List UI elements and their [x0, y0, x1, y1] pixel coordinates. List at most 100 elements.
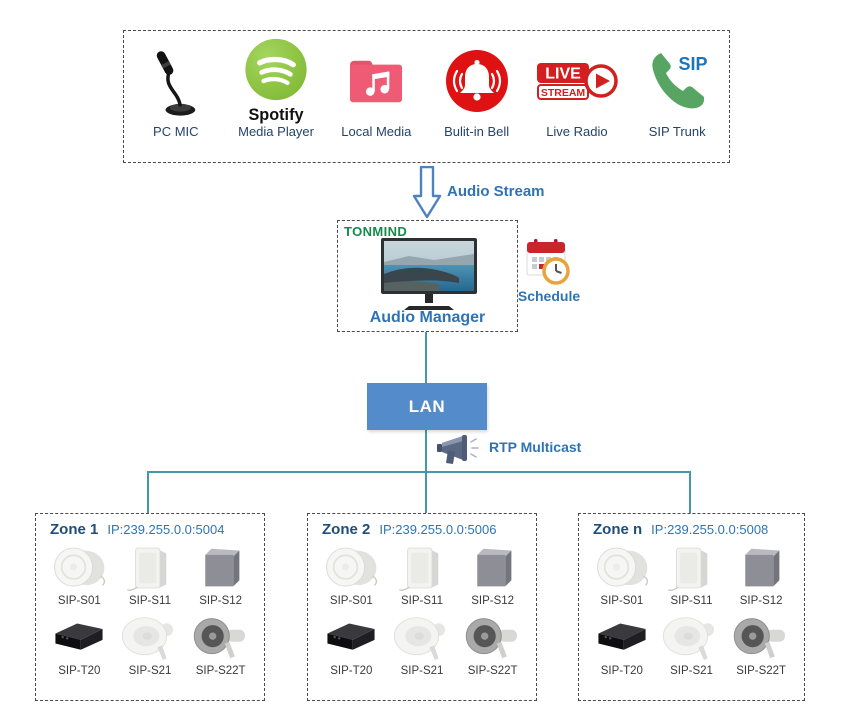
device-item: SIP-S12 [185, 543, 256, 607]
device-label: SIP-S11 [401, 595, 443, 607]
device-item: SIP-T20 [44, 613, 115, 677]
device-item: SIP-T20 [587, 613, 657, 677]
zone-title: Zone n [593, 521, 643, 538]
source-label: Live Radio [546, 124, 608, 139]
device-label: SIP-S01 [600, 595, 644, 607]
wall-speaker-icon [121, 544, 179, 592]
zone-ip: IP:239.255.0.0:5006 [379, 522, 497, 537]
source-built-in-bell: Bulit-in Bell [428, 39, 525, 139]
device-item: SIP-S12 [726, 543, 796, 607]
connector-trunk-line [147, 471, 691, 473]
audio-stream-label: Audio Stream [447, 183, 545, 200]
ceiling-speaker-icon [322, 545, 380, 591]
device-item: SIP-S11 [657, 543, 727, 607]
audio-manager-box: TONMIND Audio Manager [337, 220, 518, 332]
spotify-wordmark: Spotify [249, 106, 304, 124]
device-item: SIP-S22T [726, 613, 796, 677]
lan-box: LAN [367, 383, 487, 430]
monitor-icon [381, 238, 477, 310]
ceiling-speaker-icon [50, 545, 108, 591]
schedule-label: Schedule [517, 288, 581, 304]
device-label: SIP-S01 [329, 595, 373, 607]
bell-icon [445, 50, 508, 112]
device-label: SIP-S21 [128, 665, 172, 677]
device-label: SIP-S11 [129, 595, 171, 607]
device-item: SIP-S11 [387, 543, 458, 607]
device-label: SIP-S12 [199, 595, 243, 607]
device-item: SIP-T20 [316, 613, 387, 677]
sip-badge-text: SIP [679, 54, 708, 74]
zone-title: Zone 1 [50, 521, 99, 538]
source-local-media: Local Media [328, 39, 425, 139]
connector-manager-lan [425, 332, 427, 383]
zone-ip: IP:239.255.0.0:5004 [107, 522, 225, 537]
device-label: SIP-S21 [400, 665, 444, 677]
source-label: SIP Trunk [648, 124, 706, 139]
live-stream-icon: LIVE STREAM [536, 63, 618, 100]
device-label: SIP-T20 [58, 665, 101, 677]
horn-speaker-side-icon [463, 614, 523, 662]
music-folder-icon [350, 60, 403, 103]
horn-speaker-side-icon [191, 614, 251, 662]
cabinet-speaker-icon [465, 545, 521, 591]
stream-badge-text: STREAM [541, 87, 586, 99]
paging-gateway-icon [322, 618, 380, 658]
source-label: Local Media [341, 124, 412, 139]
device-item: SIP-S11 [115, 543, 186, 607]
spotify-icon: Spotify [245, 38, 307, 124]
source-sip-trunk: SIP SIP Trunk [629, 39, 726, 139]
device-item: SIP-S22T [457, 613, 528, 677]
lan-label: LAN [408, 396, 446, 416]
zone-1-box: Zone 1 IP:239.255.0.0:5004 SIP-S01 SIP-S1… [35, 513, 265, 701]
device-label: SIP-S22T [736, 665, 787, 677]
megaphone-icon [437, 435, 479, 464]
device-label: SIP-S12 [471, 595, 515, 607]
microphone-icon [156, 51, 196, 116]
device-item: SIP-S22T [185, 613, 256, 677]
device-label: SIP-S22T [467, 665, 518, 677]
zone-n-box: Zone n IP:239.255.0.0:5008 SIP-S01 SIP-S1… [578, 513, 805, 701]
rtp-multicast-label: RTP Multicast [489, 439, 582, 455]
device-label: SIP-S01 [57, 595, 101, 607]
ceiling-speaker-icon [593, 545, 651, 591]
device-label: SIP-S22T [195, 665, 246, 677]
source-live-radio: LIVE STREAM Live Radio [528, 39, 625, 139]
live-badge-text: LIVE [545, 66, 581, 83]
connector-zone1-drop [147, 471, 149, 513]
horn-speaker-icon [120, 614, 180, 662]
audio-manager-label: Audio Manager [369, 309, 486, 326]
device-label: SIP-S21 [670, 665, 713, 677]
horn-speaker-icon [392, 614, 452, 662]
tonmind-logo: TONMIND [344, 224, 408, 239]
source-label: Bulit-in Bell [444, 124, 510, 139]
down-arrow-icon [412, 166, 442, 219]
device-item: SIP-S01 [44, 543, 115, 607]
device-label: SIP-T20 [600, 665, 643, 677]
source-label: PC MIC [153, 124, 199, 139]
source-media-player: Spotify Media Player [228, 38, 325, 139]
source-label: Media Player [238, 124, 314, 139]
wall-speaker-icon [662, 544, 720, 592]
zone-title: Zone 2 [322, 521, 371, 538]
device-label: SIP-S12 [739, 595, 783, 607]
device-item: SIP-S21 [387, 613, 458, 677]
cabinet-speaker-icon [193, 545, 249, 591]
horn-speaker-side-icon [731, 614, 791, 662]
device-item: SIP-S01 [587, 543, 657, 607]
device-label: SIP-T20 [330, 665, 373, 677]
device-item: SIP-S01 [316, 543, 387, 607]
paging-gateway-icon [50, 618, 108, 658]
horn-speaker-icon [661, 614, 721, 662]
calendar-clock-icon [526, 239, 570, 285]
wall-speaker-icon [393, 544, 451, 592]
paging-gateway-icon [593, 618, 651, 658]
device-item: SIP-S21 [115, 613, 186, 677]
device-item: SIP-S21 [657, 613, 727, 677]
zone-2-box: Zone 2 IP:239.255.0.0:5006 SIP-S01 SIP-S1… [307, 513, 537, 701]
device-item: SIP-S12 [457, 543, 528, 607]
source-pc-mic: PC MIC [127, 39, 224, 139]
device-label: SIP-S11 [670, 595, 713, 607]
zone-ip: IP:239.255.0.0:5008 [651, 522, 769, 537]
audio-sources-box: PC MIC Spotify Media Player [123, 30, 730, 163]
